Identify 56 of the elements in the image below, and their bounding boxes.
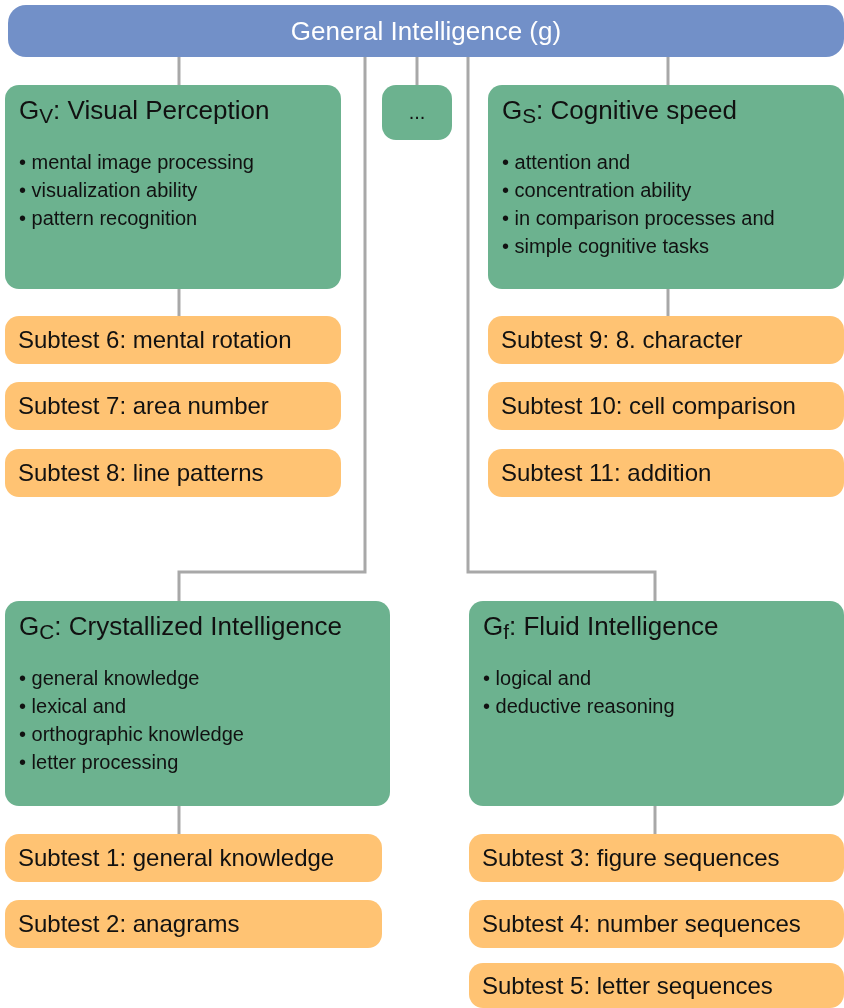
subtest-label: Subtest 7: area number <box>18 392 269 420</box>
ellipsis-box <box>382 85 452 140</box>
factor-box <box>469 601 844 806</box>
subtest-label: Subtest 5: letter sequences <box>482 971 773 1000</box>
factor-box <box>488 85 844 289</box>
connector-line <box>466 57 657 601</box>
factor-heading: G$_{C}$: Crystallized Intelligence <box>19 611 343 643</box>
title-text: General Intelligence (g) <box>290 15 562 47</box>
subtest-label: Subtest 11: addition <box>501 459 712 487</box>
bullet-item: • general knowledge <box>19 666 201 692</box>
subtest-box <box>5 316 341 364</box>
subtest-box <box>488 382 844 430</box>
connector-line <box>653 806 657 834</box>
subtest-label: Subtest 6: mental rotation <box>18 326 292 354</box>
subtest-label: Subtest 9: 8. character <box>501 326 743 354</box>
factor-heading: G$_{V}$: Visual Perception <box>19 95 271 127</box>
subtest-box <box>469 900 844 948</box>
subtest-label: Subtest 10: cell comparison <box>501 392 796 420</box>
subtest-box <box>5 382 341 430</box>
bullet-item: • logical and <box>483 666 593 692</box>
connector-line <box>177 806 181 834</box>
subtest-box <box>469 963 844 1008</box>
connector-line <box>177 57 367 601</box>
subtest-box <box>5 834 382 882</box>
subtest-box <box>5 900 382 948</box>
connector-line <box>177 289 181 316</box>
subtest-label: Subtest 3: figure sequences <box>482 844 780 872</box>
bullet-item: • attention and <box>502 150 632 176</box>
bullet-item: • lexical and <box>19 694 128 720</box>
subtest-box <box>469 834 844 882</box>
connector-line <box>415 57 419 85</box>
subtest-label: Subtest 2: anagrams <box>18 910 240 938</box>
bullet-item: • mental image processing <box>19 150 255 176</box>
bullet-item: • simple cognitive tasks <box>502 234 711 260</box>
factor-box <box>5 601 390 806</box>
bullet-item: • letter processing <box>19 750 180 776</box>
factor-box <box>5 85 341 289</box>
subtest-label: Subtest 8: line patterns <box>18 459 264 487</box>
ellipsis-text: ... <box>408 101 426 124</box>
title-bar <box>8 5 844 57</box>
factor-heading: G$_{S}$: Cognitive speed <box>502 95 738 127</box>
bullet-item: • orthographic knowledge <box>19 722 245 748</box>
bullet-item: • in comparison processes and <box>502 206 776 232</box>
connector-line <box>177 57 181 85</box>
bullet-item: • pattern recognition <box>19 206 199 232</box>
bullet-item: • visualization ability <box>19 178 199 204</box>
bullet-item: • concentration ability <box>502 178 693 204</box>
factor-heading: G$_{f}$: Fluid Intelligence <box>483 611 720 643</box>
subtest-box <box>488 316 844 364</box>
subtest-box <box>488 449 844 497</box>
connector-line <box>666 289 670 316</box>
subtest-label: Subtest 1: general knowledge <box>18 844 335 872</box>
subtest-label: Subtest 4: number sequences <box>482 910 801 938</box>
connector-line <box>666 57 670 85</box>
subtest-box <box>5 449 341 497</box>
bullet-item: • deductive reasoning <box>483 694 676 720</box>
